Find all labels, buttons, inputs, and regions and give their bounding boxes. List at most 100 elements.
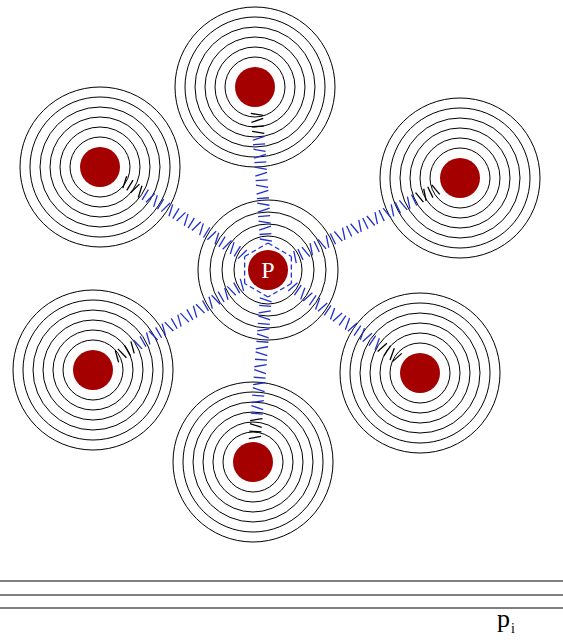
bond-tick bbox=[345, 318, 349, 330]
bond-tick bbox=[302, 247, 310, 257]
bond-tick bbox=[256, 341, 268, 343]
bond-ticks bbox=[115, 113, 439, 438]
bond-tick bbox=[146, 194, 155, 203]
orbital-ring bbox=[13, 290, 173, 450]
bond-tick bbox=[326, 235, 328, 247]
bond-tick bbox=[363, 218, 368, 229]
orbital-ring bbox=[183, 392, 323, 532]
orbital-ring bbox=[390, 343, 450, 403]
bond-tick bbox=[227, 286, 236, 295]
bond-tick bbox=[314, 241, 319, 252]
orbital-ring bbox=[185, 17, 325, 157]
orbital-ring bbox=[430, 148, 490, 208]
bond-tick bbox=[131, 184, 140, 193]
bond-tick bbox=[123, 176, 127, 188]
level-line bbox=[0, 581, 563, 582]
bond-tick bbox=[219, 237, 225, 247]
bond-tick bbox=[258, 323, 270, 325]
bond-tick bbox=[257, 190, 269, 194]
bond-tick bbox=[258, 316, 270, 320]
bond-tick bbox=[259, 226, 271, 230]
bond-tick bbox=[254, 161, 266, 163]
bond-tick bbox=[234, 283, 240, 293]
atom-core bbox=[73, 350, 113, 390]
bond-tick bbox=[253, 143, 265, 145]
bond-tick bbox=[178, 315, 181, 327]
bond-tick bbox=[369, 336, 376, 346]
bond-tick bbox=[360, 328, 364, 340]
bond-tick bbox=[379, 210, 384, 221]
bond-tick bbox=[149, 331, 158, 340]
bond-tick bbox=[253, 388, 265, 392]
atom-core bbox=[400, 353, 440, 393]
bond-tick bbox=[250, 419, 262, 421]
bond-tick bbox=[171, 318, 177, 328]
bond-tick bbox=[251, 113, 263, 115]
bond-tick bbox=[318, 239, 326, 249]
bond-tick bbox=[259, 305, 271, 307]
bond-tick bbox=[334, 232, 342, 242]
orbital-ring bbox=[360, 313, 480, 433]
bond-tick bbox=[252, 401, 264, 403]
bond-tick bbox=[225, 288, 228, 300]
bond-tick bbox=[251, 412, 263, 414]
bond-tick bbox=[209, 297, 212, 309]
bond-tick bbox=[124, 345, 130, 355]
bond-tick bbox=[309, 295, 316, 305]
bond-tick bbox=[416, 193, 424, 203]
bond-tick bbox=[142, 190, 148, 200]
atom-node: P bbox=[248, 250, 288, 290]
bond-tick bbox=[367, 216, 375, 226]
orbital-ring bbox=[390, 108, 530, 248]
bond-tick bbox=[177, 212, 186, 221]
bond-tick bbox=[256, 185, 268, 187]
bond-tick bbox=[256, 347, 268, 349]
orbital-ring bbox=[70, 137, 130, 197]
atom-label: P bbox=[261, 258, 274, 282]
bond-tick bbox=[378, 343, 387, 351]
bond-tick bbox=[330, 233, 335, 244]
orbital-ring bbox=[370, 323, 470, 423]
bond-tick bbox=[253, 383, 265, 385]
atom-core bbox=[248, 250, 288, 290]
bond-tick bbox=[303, 293, 312, 301]
bond-tick bbox=[133, 340, 142, 349]
bond-tick bbox=[223, 241, 232, 250]
bond-tick bbox=[359, 220, 361, 232]
bond-tick bbox=[131, 341, 134, 353]
bond-tick bbox=[212, 295, 221, 304]
orbital-ring bbox=[340, 293, 500, 453]
orbital-ring bbox=[175, 7, 335, 167]
orbital-ring bbox=[20, 87, 180, 247]
bond-tick bbox=[256, 179, 268, 181]
bond-tick bbox=[254, 370, 266, 374]
orbital-ring bbox=[410, 128, 510, 228]
bond-tick bbox=[138, 186, 142, 198]
bond-tick bbox=[391, 204, 393, 216]
bond-tick bbox=[412, 195, 417, 206]
bond-tick bbox=[203, 301, 209, 311]
bond-tick bbox=[310, 243, 312, 255]
bond-tick bbox=[252, 131, 264, 133]
bond-tick bbox=[118, 349, 127, 358]
bond-tick bbox=[330, 308, 334, 320]
bond-tick bbox=[255, 167, 267, 169]
orbital-ring bbox=[210, 212, 326, 328]
orbital-ring bbox=[33, 310, 153, 430]
bond-tick bbox=[255, 359, 267, 361]
bond-tick bbox=[351, 224, 359, 234]
bond-tick bbox=[188, 218, 194, 228]
orbital-ring bbox=[205, 37, 305, 137]
bond-tick bbox=[375, 338, 379, 350]
orbital-ring bbox=[215, 47, 295, 127]
bond-tick bbox=[252, 125, 264, 127]
orbital-ring bbox=[198, 200, 338, 340]
bond-tick bbox=[254, 377, 266, 379]
orbital-ring bbox=[193, 402, 313, 522]
outer-atoms bbox=[13, 7, 540, 542]
atom-core bbox=[80, 147, 120, 187]
bond-tick bbox=[196, 304, 205, 313]
orbital-ring bbox=[30, 97, 170, 237]
